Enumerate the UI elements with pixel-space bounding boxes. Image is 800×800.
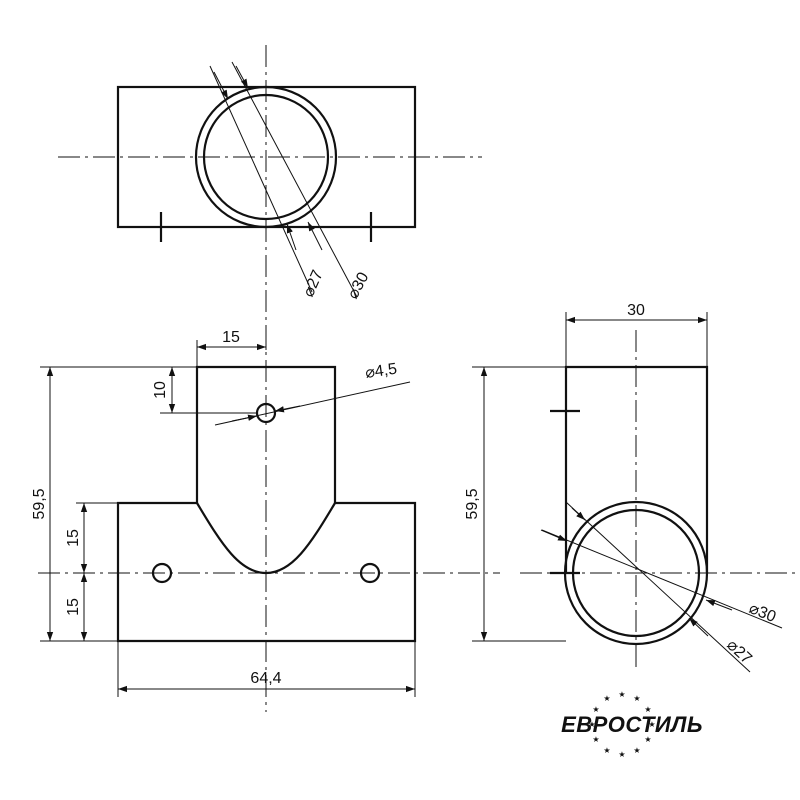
top-view-arrow-3 bbox=[286, 223, 297, 251]
logo-star: ★ bbox=[603, 694, 610, 703]
logo-star: ★ bbox=[592, 705, 599, 714]
side-outer-diameter-label: ⌀30 bbox=[747, 600, 779, 626]
top-outer-diameter-label: ⌀30 bbox=[345, 270, 373, 302]
logo-star: ★ bbox=[633, 694, 640, 703]
top-inner-diameter-label: ⌀27 bbox=[300, 268, 327, 300]
brand-logo: ★ ★ ★ ★ ★ ★ ★ ★ ★ ★ ★ ★ ЕВРОСТИЛЬ bbox=[561, 690, 703, 759]
logo-star: ★ bbox=[644, 735, 651, 744]
logo-star: ★ bbox=[648, 720, 655, 729]
branch-offset-label: 15 bbox=[222, 329, 240, 346]
star-ring-icon: ★ ★ ★ ★ ★ ★ ★ ★ ★ ★ ★ ★ bbox=[588, 690, 655, 759]
front-height-label: 59,5 bbox=[31, 488, 48, 519]
side-height-label: 59,5 bbox=[464, 488, 481, 519]
side-view-arrow-4 bbox=[688, 617, 709, 637]
side-view: 30 59,5 ⌀30 ⌀27 bbox=[464, 302, 800, 673]
hole-diameter-label: ⌀4,5 bbox=[364, 361, 398, 382]
logo-star: ★ bbox=[592, 735, 599, 744]
front-width-label: 64,4 bbox=[250, 670, 281, 687]
top-view: ⌀27 ⌀30 bbox=[58, 61, 482, 302]
top-view-arrow-2 bbox=[235, 65, 249, 89]
logo-star: ★ bbox=[588, 720, 595, 729]
logo-star: ★ bbox=[618, 690, 625, 699]
top-view-arrow-4 bbox=[307, 221, 323, 251]
top-view-leader-inner bbox=[209, 65, 313, 293]
hole-offset-label: 10 bbox=[152, 381, 169, 399]
front-view-hole-left bbox=[151, 562, 173, 584]
top-view-leader-outer bbox=[231, 61, 358, 298]
side-view-leader-outer bbox=[541, 529, 783, 629]
hole-diameter-arrow-in bbox=[231, 414, 258, 422]
side-view-arrow-3 bbox=[705, 599, 733, 611]
logo-star: ★ bbox=[603, 746, 610, 755]
side-inner-diameter-label: ⌀27 bbox=[723, 636, 755, 667]
logo-star: ★ bbox=[633, 746, 640, 755]
front-upper-half-label: 15 bbox=[65, 529, 82, 547]
hole-diameter-arrow-out bbox=[274, 405, 301, 413]
top-view-arrow-1 bbox=[213, 71, 229, 100]
side-width-label: 30 bbox=[627, 302, 645, 319]
side-view-leader-inner bbox=[565, 501, 751, 673]
front-lower-half-label: 15 bbox=[65, 598, 82, 616]
side-view-arrow-2 bbox=[571, 507, 586, 521]
brand-logo-text: ЕВРОСТИЛЬ bbox=[561, 712, 703, 737]
front-view-hole-right bbox=[359, 562, 381, 584]
logo-star: ★ bbox=[618, 750, 625, 759]
side-view-arrow-1 bbox=[540, 529, 568, 542]
front-view: 15 10 ⌀4,5 59,5 15 15 64,4 bbox=[31, 329, 500, 697]
logo-star: ★ bbox=[644, 705, 651, 714]
